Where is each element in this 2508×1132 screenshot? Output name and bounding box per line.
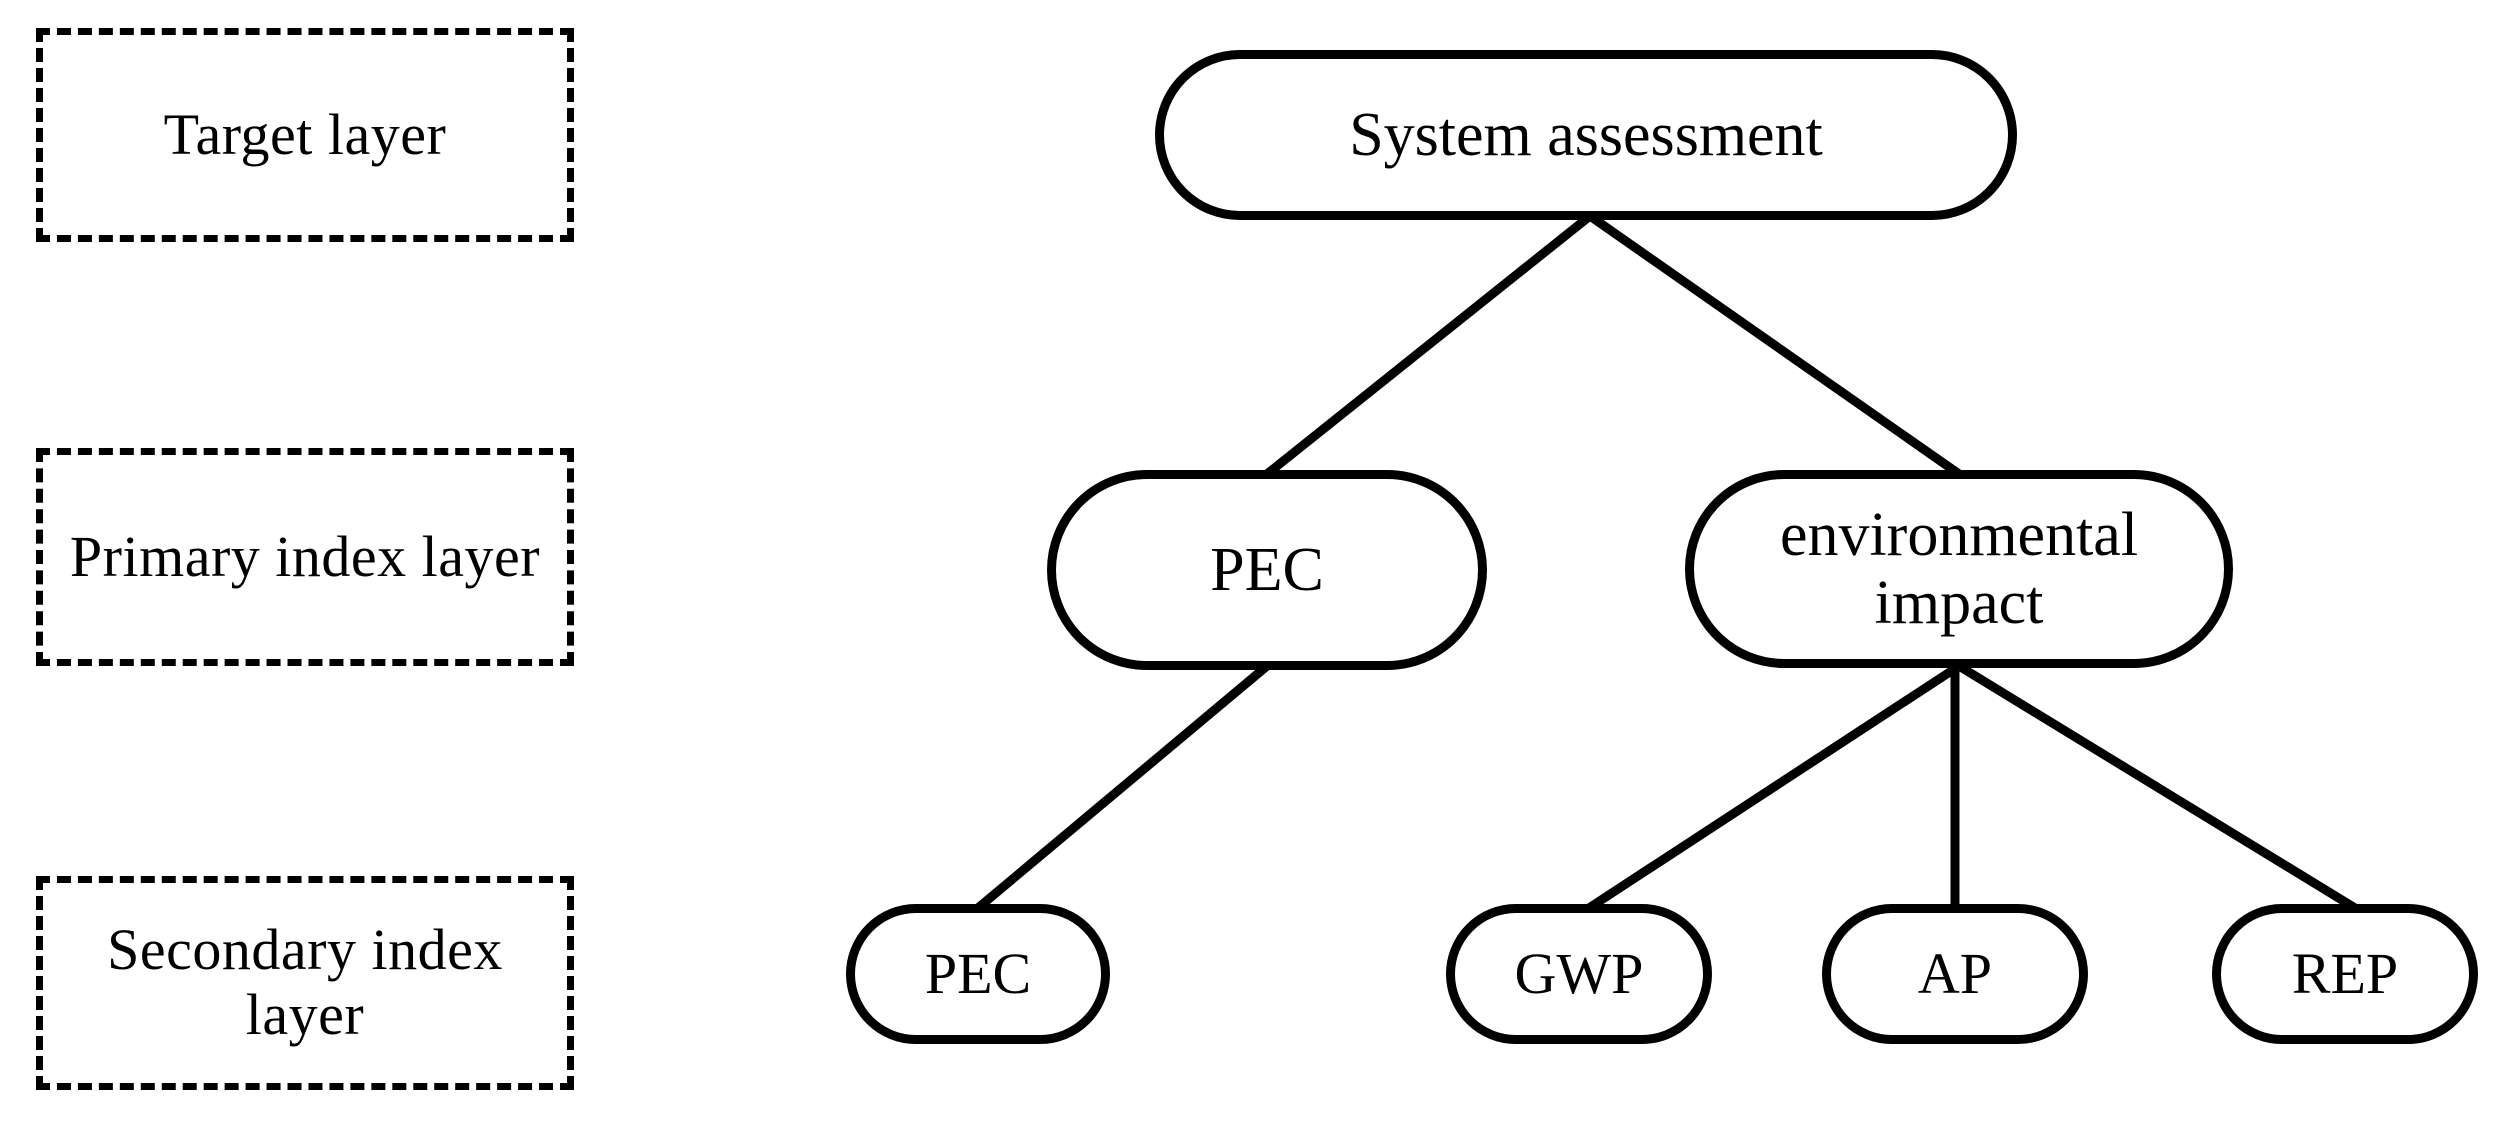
edge-system-assessment-to-environmental-impact (1587, 212, 1962, 478)
node-pec-secondary-label: PEC (924, 941, 1032, 1007)
node-gwp-label: GWP (1514, 941, 1644, 1007)
legend-primary-index-layer: Primary index layer (36, 448, 574, 666)
node-rep[interactable]: REP (2212, 904, 2478, 1044)
legend-target-layer: Target layer (36, 28, 574, 242)
node-pec-primary-label: PEC (1210, 535, 1324, 604)
node-ap[interactable]: AP (1822, 904, 2088, 1044)
node-system-assessment[interactable]: System assessment (1155, 50, 2017, 220)
legend-target-layer-label: Target layer (163, 101, 447, 167)
edge-environmental-impact-to-rep (1956, 662, 2358, 912)
legend-primary-index-layer-label: Primary index layer (69, 523, 541, 589)
node-system-assessment-label: System assessment (1349, 100, 1823, 169)
node-environmental-impact-label: environmental impact (1779, 500, 2139, 637)
legend-secondary-index-layer-label: Secondary index layer (107, 917, 503, 1047)
edge-pec-primary-to-pec-secondary (975, 662, 1270, 912)
node-gwp[interactable]: GWP (1446, 904, 1712, 1044)
edge-environmental-impact-to-gwp (1586, 662, 1962, 912)
node-ap-label: AP (1917, 941, 1993, 1007)
edge-system-assessment-to-pec-primary (1264, 212, 1593, 478)
node-rep-label: REP (2291, 941, 2399, 1007)
node-pec-secondary[interactable]: PEC (846, 904, 1110, 1044)
node-pec-primary[interactable]: PEC (1047, 470, 1487, 670)
node-environmental-impact[interactable]: environmental impact (1685, 470, 2233, 668)
legend-secondary-index-layer: Secondary index layer (36, 876, 574, 1090)
